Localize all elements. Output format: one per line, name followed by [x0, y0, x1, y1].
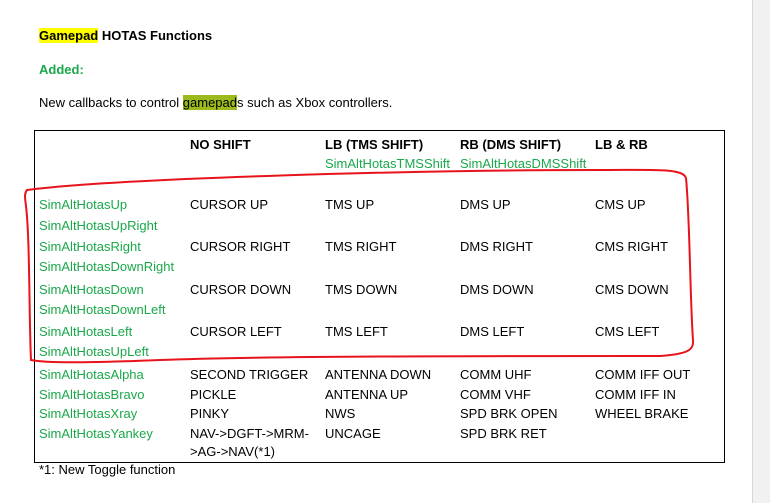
table-row-function: SimAltHotasUp [39, 197, 128, 212]
table-row-function: SimAltHotasRight [39, 239, 141, 254]
desc-after: s such as Xbox controllers. [237, 95, 393, 110]
table-cell: ANTENNA DOWN [325, 367, 432, 382]
subheader-tms: SimAltHotasTMSShift [325, 156, 450, 171]
table-row-function: SimAltHotasUpRight [39, 218, 158, 233]
title-highlight: Gamepad [39, 28, 99, 43]
table-cell: TMS DOWN [325, 282, 398, 297]
table-cell: SPD BRK RET [460, 426, 547, 441]
table-cell: CURSOR LEFT [190, 324, 282, 339]
table-cell: ANTENNA UP [325, 387, 409, 402]
table-row-function: SimAltHotasDown [39, 282, 144, 297]
table-cell: NAV->DGFT->MRM- [190, 426, 309, 441]
table-row-function: SimAltHotasUpLeft [39, 344, 149, 359]
table-cell: TMS UP [325, 197, 375, 212]
section-title: Gamepad HOTAS Functions [39, 28, 212, 43]
hotas-table: NO SHIFT LB (TMS SHIFT) RB (DMS SHIFT) L… [34, 130, 725, 463]
table-row-function: SimAltHotasAlpha [39, 367, 144, 382]
table-cell: DMS DOWN [460, 282, 534, 297]
description-text: New callbacks to control gamepads such a… [39, 95, 392, 110]
table-cell: NWS [325, 406, 356, 421]
header-no-shift: NO SHIFT [190, 137, 251, 152]
table-cell: CURSOR RIGHT [190, 239, 291, 254]
table-row-function: SimAltHotasYankey [39, 426, 153, 441]
table-cell: CURSOR UP [190, 197, 269, 212]
added-heading: Added: [39, 62, 84, 77]
table-cell: DMS RIGHT [460, 239, 533, 254]
table-cell: CMS LEFT [595, 324, 660, 339]
table-row-function: SimAltHotasDownLeft [39, 302, 166, 317]
table-cell: COMM IFF OUT [595, 367, 691, 382]
page-margin-edge [752, 0, 770, 503]
table-row-function: SimAltHotasDownRight [39, 259, 175, 274]
title-rest: HOTAS Functions [98, 28, 213, 43]
footnote: *1: New Toggle function [39, 462, 176, 477]
table-cell: SECOND TRIGGER [190, 367, 309, 382]
table-cell: COMM VHF [460, 387, 531, 402]
desc-before: New callbacks to control [39, 95, 183, 110]
table-cell: CMS RIGHT [595, 239, 668, 254]
table-cell: DMS LEFT [460, 324, 525, 339]
table-cell: TMS RIGHT [325, 239, 397, 254]
table-row-function: SimAltHotasLeft [39, 324, 133, 339]
table-row-function: SimAltHotasBravo [39, 387, 145, 402]
table-row-function: SimAltHotasXray [39, 406, 138, 421]
table-cell: UNCAGE [325, 426, 381, 441]
table-cell: DMS UP [460, 197, 511, 212]
desc-highlight: gamepad [182, 95, 237, 110]
table-cell: SPD BRK OPEN [460, 406, 558, 421]
table-cell: TMS LEFT [325, 324, 388, 339]
table-cell: PINKY [190, 406, 230, 421]
table-cell: CURSOR DOWN [190, 282, 292, 297]
table-cell-continuation: >AG->NAV(*1) [190, 444, 276, 459]
header-lb: LB (TMS SHIFT) [325, 137, 424, 152]
subheader-dms: SimAltHotasDMSShift [460, 156, 587, 171]
header-rb: RB (DMS SHIFT) [460, 137, 562, 152]
table-cell: WHEEL BRAKE [595, 406, 689, 421]
header-lb-rb: LB & RB [595, 137, 648, 152]
table-cell: COMM UHF [460, 367, 532, 382]
table-cell: CMS DOWN [595, 282, 669, 297]
table-cell: CMS UP [595, 197, 646, 212]
table-cell: PICKLE [190, 387, 237, 402]
table-cell: COMM IFF IN [595, 387, 676, 402]
